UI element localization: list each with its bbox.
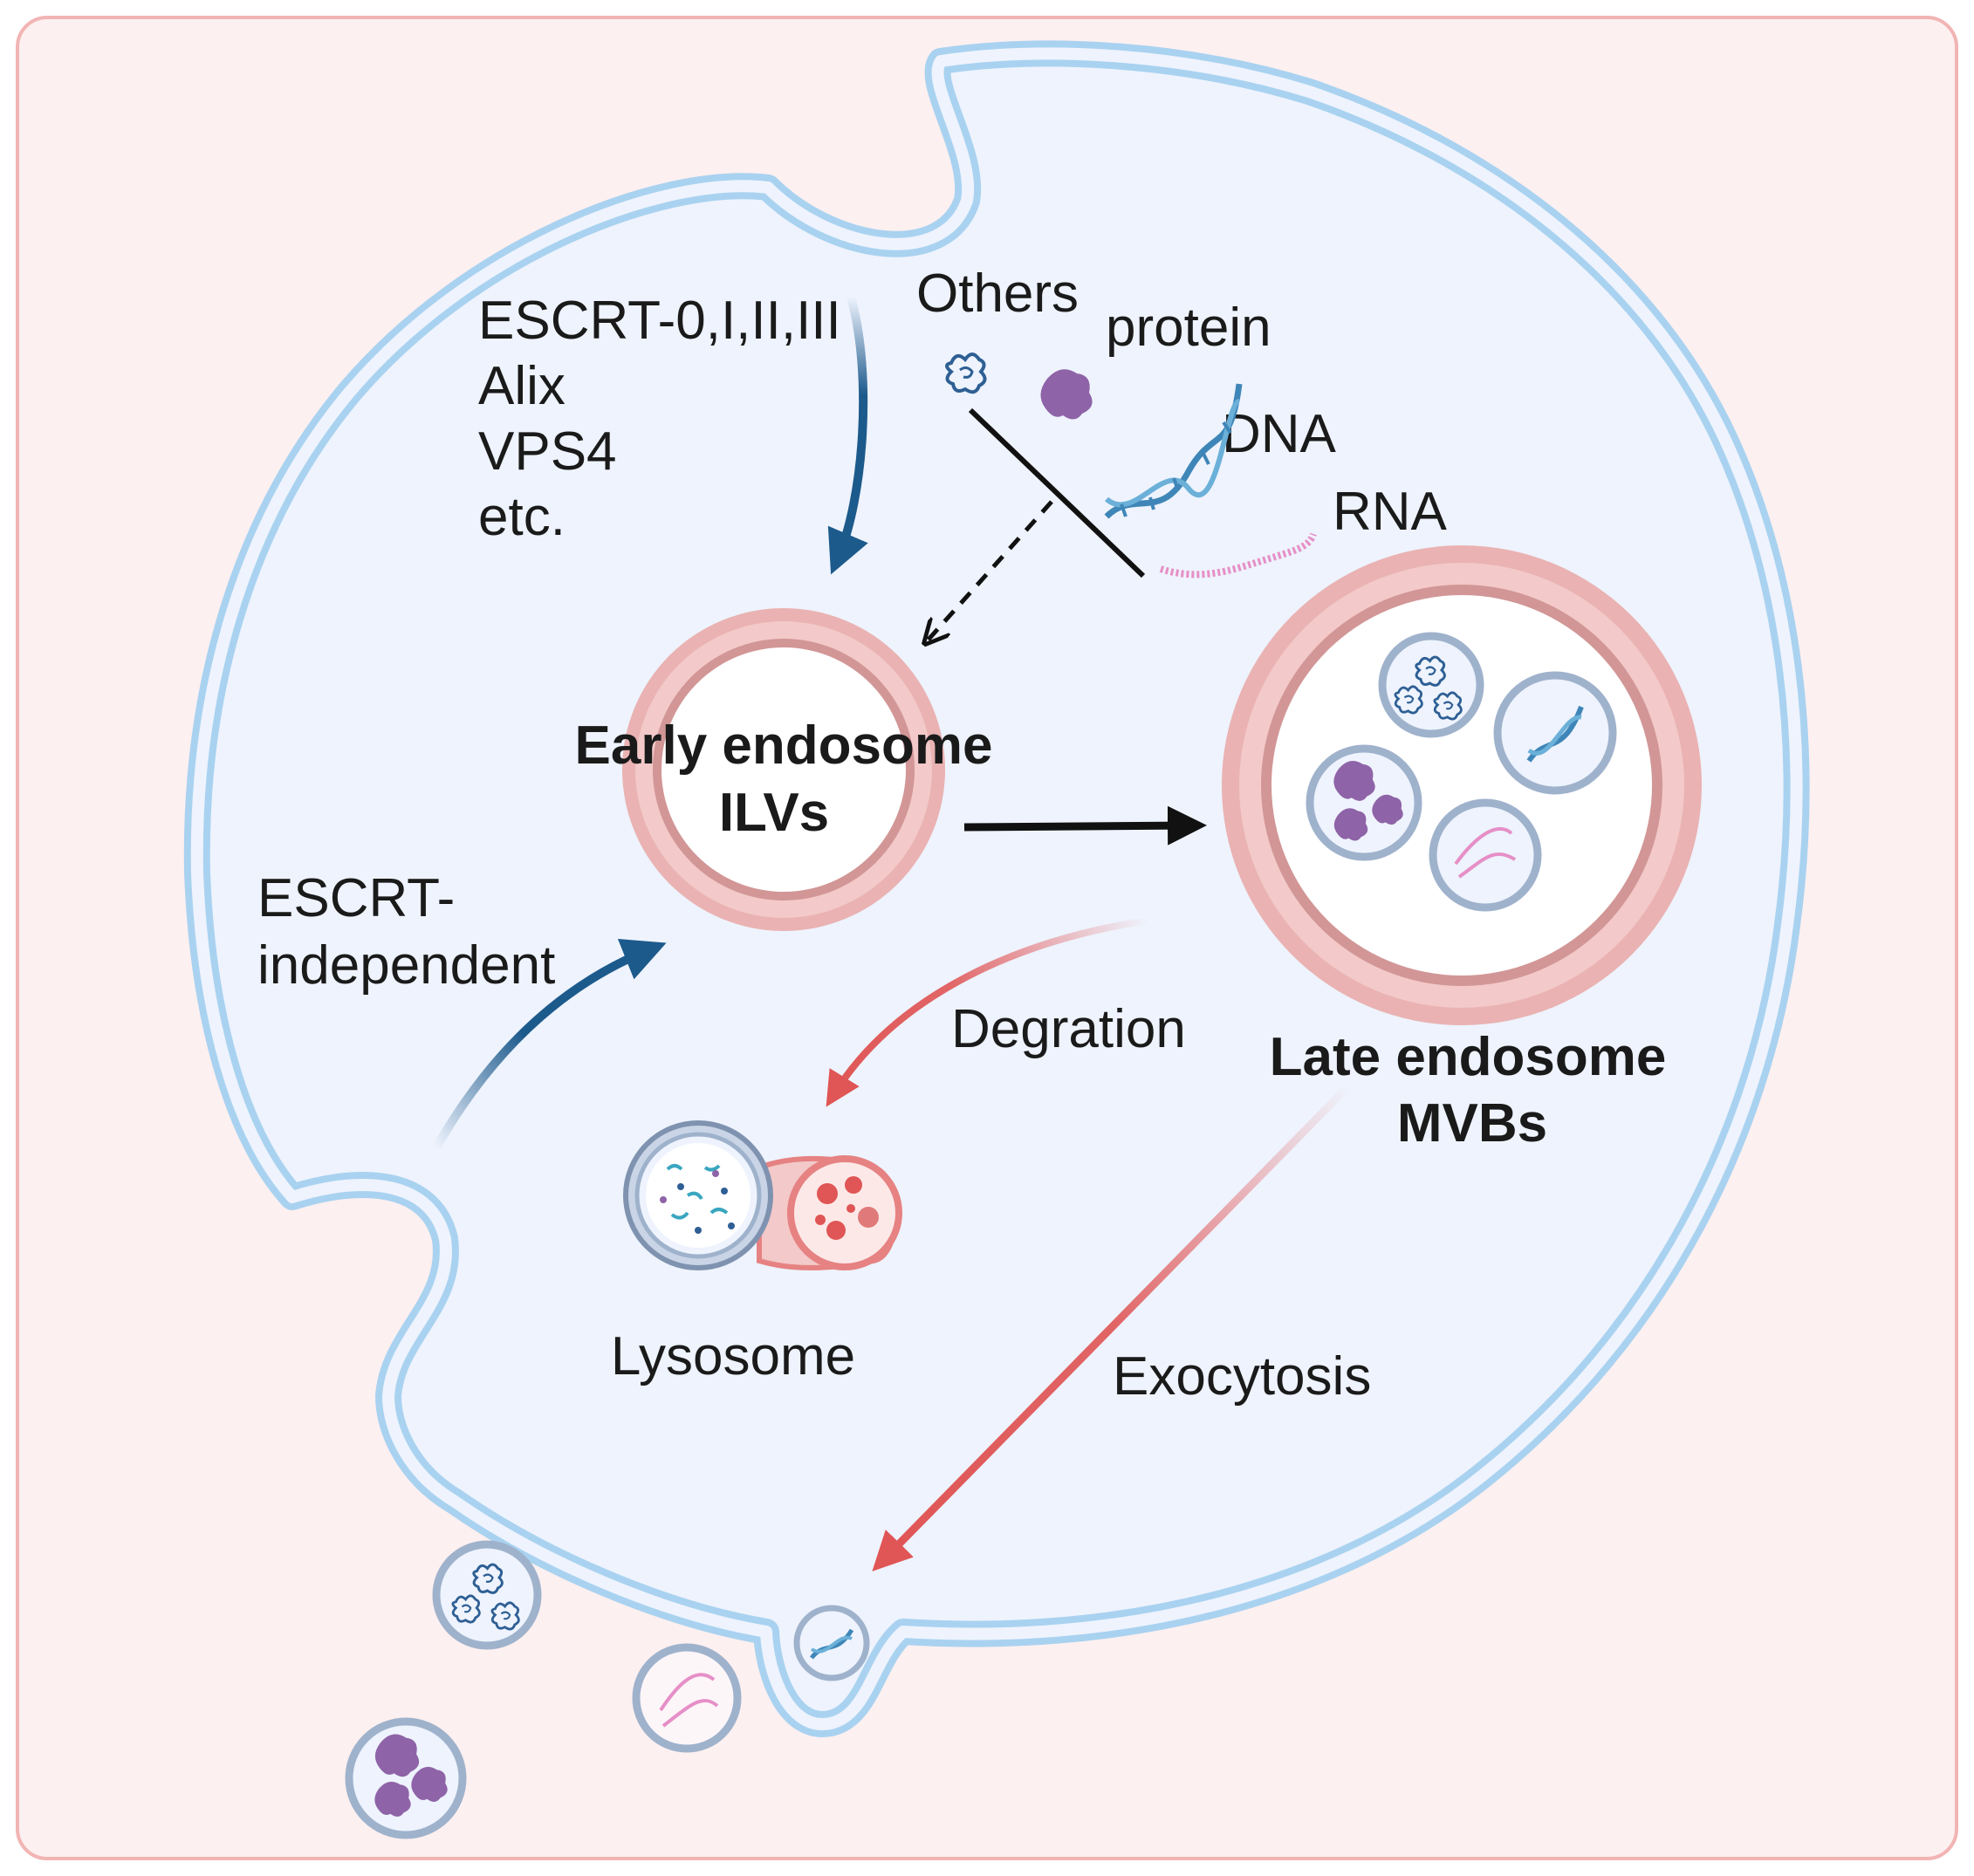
escrt-independent-arrow	[432, 938, 667, 1150]
ilv-vesicle-rna	[1429, 798, 1542, 912]
ilv-vesicle-protein	[1306, 744, 1422, 861]
early-endosome-label: Early endosome	[575, 715, 993, 776]
escrt-dependent-arrow	[827, 295, 868, 575]
lysosome-label: Lysosome	[611, 1326, 855, 1386]
rna-cargo-icon	[1159, 532, 1317, 579]
dna-cargo-icon	[1104, 383, 1243, 519]
cell-membrane	[183, 40, 1810, 1737]
others-label: Others	[916, 264, 1079, 324]
mvbs-label: MVBs	[1397, 1093, 1547, 1154]
alix-label: Alix	[478, 356, 565, 416]
etc-label: etc.	[478, 487, 565, 547]
exocytosis-arrow	[872, 1083, 1352, 1571]
early-endosome	[622, 608, 945, 931]
escrt-complex-label: ESCRT-0,I,II,III	[478, 291, 841, 351]
escrt-independent-label-line2: independent	[257, 935, 555, 996]
released-exosome-protein	[345, 1717, 467, 1839]
budding-exosome	[793, 1605, 870, 1681]
released-exosome-rna	[632, 1643, 742, 1753]
escrt-independent-label-line1: ESCRT-	[257, 868, 455, 928]
degradation-arrow	[826, 917, 1148, 1107]
ilvs-label: ILVs	[719, 783, 829, 843]
released-exosome-others	[432, 1540, 542, 1650]
ilv-vesicle-dna	[1493, 671, 1617, 795]
cargo-divider-line	[968, 407, 1146, 579]
late-endosome-label: Late endosome	[1270, 1027, 1667, 1087]
vps4-label: VPS4	[478, 421, 617, 482]
dna-label: DNA	[1222, 404, 1337, 464]
maturation-arrow	[963, 805, 1207, 846]
rna-label: RNA	[1333, 482, 1448, 542]
degradation-label: Degration	[951, 999, 1186, 1059]
protein-label: protein	[1106, 298, 1271, 358]
cargo-sorting-arrow	[927, 500, 1053, 641]
late-endosome	[1222, 545, 1702, 1025]
exocytosis-label: Exocytosis	[1113, 1346, 1371, 1407]
ilv-vesicle-others	[1378, 632, 1484, 738]
lysosome-icon	[623, 1120, 902, 1270]
